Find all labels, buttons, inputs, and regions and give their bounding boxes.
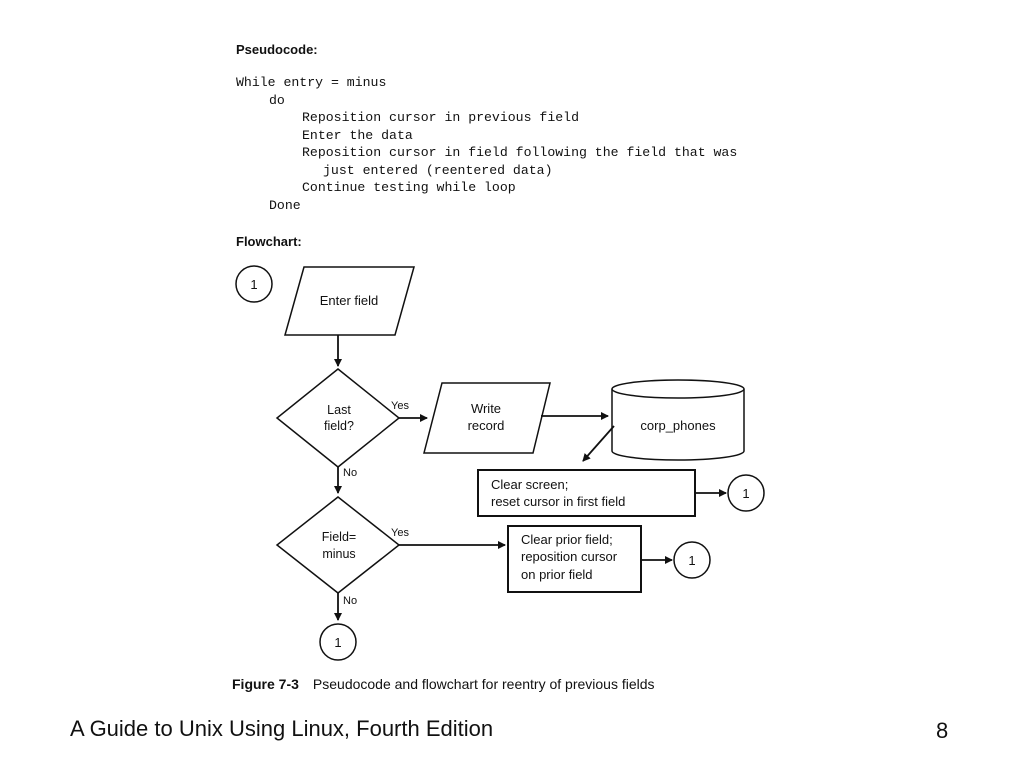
pseudocode-line: just entered (reentered data) bbox=[323, 162, 553, 178]
pseudocode-line: While entry = minus bbox=[236, 75, 387, 90]
field-minus-no-label: No bbox=[343, 595, 357, 607]
enter-field-label: Enter field bbox=[320, 293, 379, 308]
last-field-yes-label: Yes bbox=[391, 400, 409, 412]
database-cylinder: corp_phones bbox=[611, 379, 745, 461]
write-record-label-2: record bbox=[468, 418, 505, 433]
field-minus-decision: Field= minus bbox=[275, 496, 401, 594]
clear-screen-node: Clear screen; reset cursor in first fiel… bbox=[477, 469, 696, 517]
end-connector: 1 bbox=[319, 623, 357, 661]
field-minus-label-1: Field= bbox=[322, 530, 356, 544]
start-connector: 1 bbox=[235, 265, 273, 303]
write-record-label-1: Write bbox=[471, 401, 501, 416]
clear-prior-label-1: Clear prior field; bbox=[521, 532, 613, 547]
pseudocode-line: Continue testing while loop bbox=[302, 180, 516, 195]
field-minus-label-2: minus bbox=[322, 547, 355, 561]
clear-prior-field-node: Clear prior field; reposition cursor on … bbox=[507, 525, 642, 593]
figure-caption: Figure 7-3 Pseudocode and flowchart for r… bbox=[232, 676, 655, 692]
enter-field-node: Enter field bbox=[284, 266, 415, 336]
last-field-decision: Last field? bbox=[275, 368, 401, 468]
pseudocode-line: Done bbox=[269, 197, 301, 213]
clear-screen-label-2: reset cursor in first field bbox=[491, 494, 625, 509]
clear-screen-label-1: Clear screen; bbox=[491, 477, 568, 492]
arrow-db-to-clear bbox=[582, 425, 615, 462]
flowchart-diagram: 1 Enter field Last field? Yes Write reco… bbox=[235, 265, 765, 661]
clear-prior-label-2: reposition cursor bbox=[521, 549, 618, 564]
write-record-node: Write record bbox=[423, 382, 551, 454]
pseudocode-line: Reposition cursor in previous field bbox=[302, 110, 579, 125]
pseudocode-line: Reposition cursor in field following the… bbox=[302, 145, 738, 160]
footer-book-title: A Guide to Unix Using Linux, Fourth Edit… bbox=[70, 716, 494, 741]
pseudocode-label: Pseudocode: bbox=[236, 42, 318, 57]
clear-prior-connector-label: 1 bbox=[688, 553, 695, 568]
database-label: corp_phones bbox=[640, 418, 716, 433]
last-field-label-1: Last bbox=[327, 403, 351, 417]
clear-screen-connector-label: 1 bbox=[742, 486, 749, 501]
pseudocode-line: Enter the data bbox=[302, 127, 413, 143]
clear-screen-connector: 1 bbox=[727, 474, 765, 512]
clear-prior-connector: 1 bbox=[673, 541, 711, 579]
pseudocode-line: do bbox=[269, 92, 285, 108]
field-minus-yes-label: Yes bbox=[391, 527, 409, 539]
last-field-label-2: field? bbox=[324, 419, 354, 433]
figure-number: Figure 7-3 bbox=[232, 676, 299, 692]
page-number: 8 bbox=[936, 718, 949, 743]
flowchart-label: Flowchart: bbox=[236, 234, 302, 249]
figure-caption-text: Pseudocode and flowchart for reentry of … bbox=[312, 676, 655, 692]
start-connector-label: 1 bbox=[250, 277, 257, 292]
last-field-no-label: No bbox=[343, 467, 357, 479]
clear-prior-label-3: on prior field bbox=[521, 567, 593, 582]
end-connector-label: 1 bbox=[334, 635, 341, 650]
